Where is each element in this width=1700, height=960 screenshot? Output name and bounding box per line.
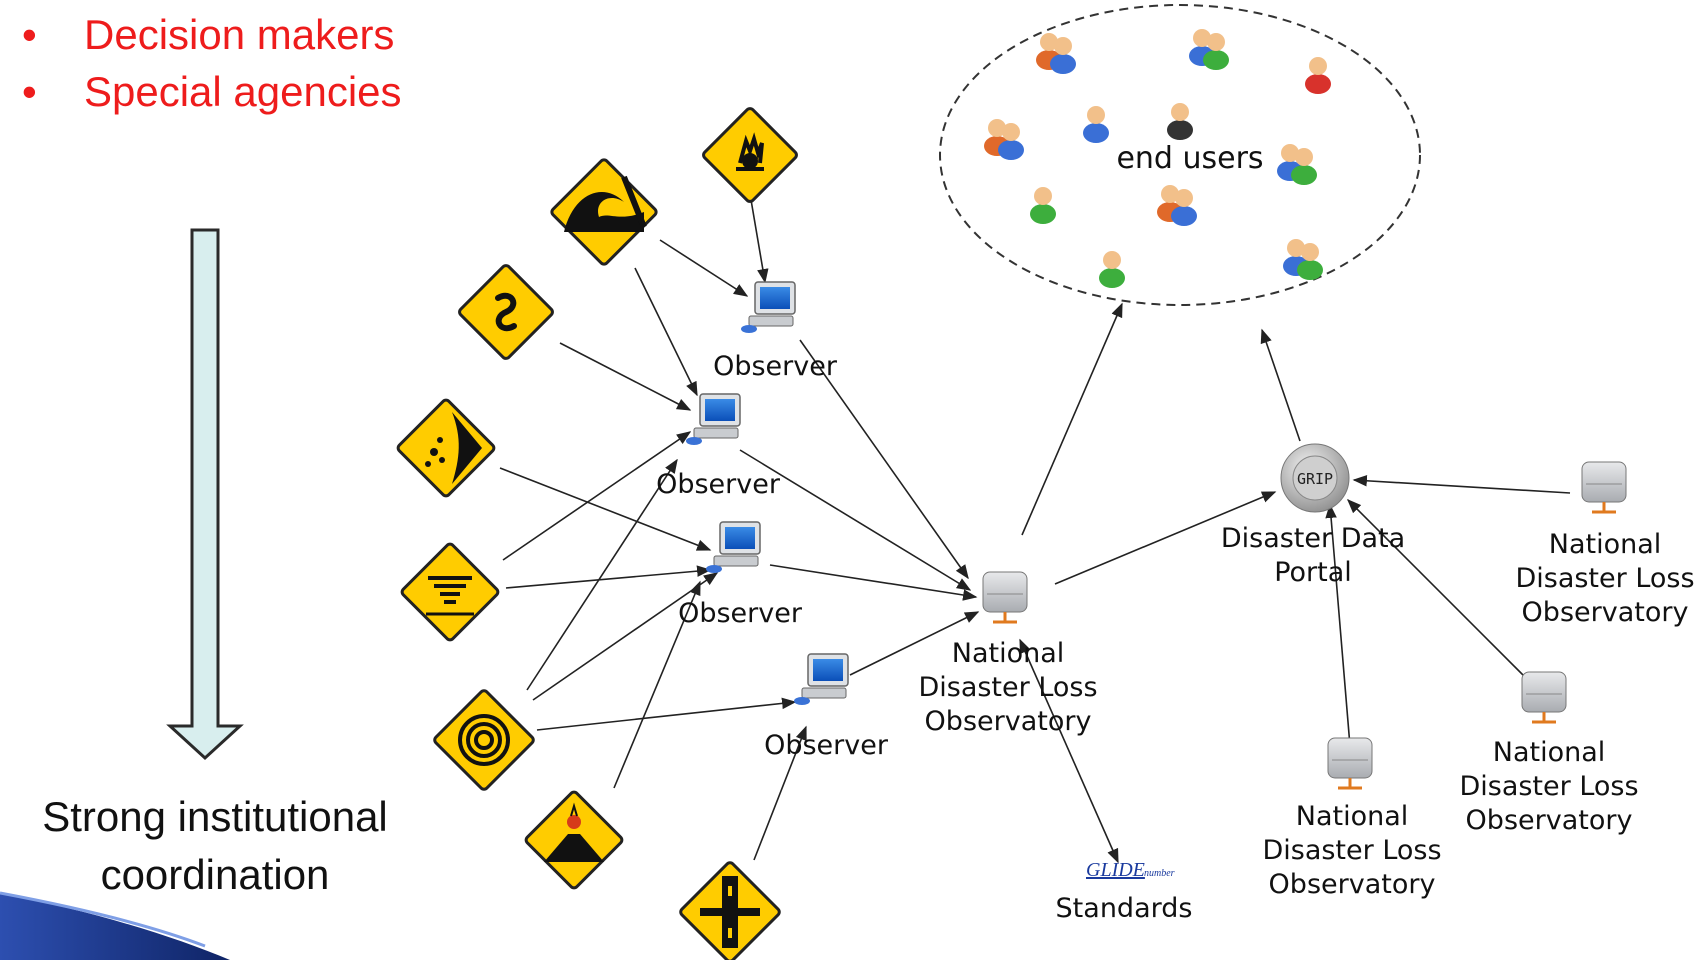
cyclone-hazard-icon bbox=[458, 264, 554, 360]
edges bbox=[499, 187, 1571, 864]
arrow-caption: Strong institutional coordination bbox=[42, 793, 388, 898]
bullet-marker: • bbox=[22, 11, 37, 58]
fire-hazard-icon bbox=[702, 107, 798, 203]
user-icon bbox=[1030, 187, 1056, 224]
institutional-arrow bbox=[166, 228, 244, 761]
computer-icon bbox=[706, 521, 761, 573]
volcano-hazard-icon bbox=[524, 790, 624, 890]
end-users-ellipse bbox=[939, 4, 1421, 306]
observer-label: Observer bbox=[656, 469, 780, 500]
standards-label: Standards bbox=[1055, 893, 1193, 924]
user-group-icon bbox=[1277, 144, 1317, 185]
observer-label: Observer bbox=[678, 598, 802, 629]
user-icon bbox=[1305, 57, 1331, 94]
hub-server-icon bbox=[982, 571, 1028, 624]
hurricane-hazard-icon bbox=[433, 689, 535, 791]
landslide-hazard-icon bbox=[396, 398, 496, 498]
user-group-icon bbox=[1036, 33, 1076, 74]
bullet-marker: • bbox=[22, 68, 37, 115]
observer-label: Observer bbox=[713, 351, 837, 382]
observer-computers bbox=[686, 281, 849, 705]
road-hazard-icon bbox=[679, 861, 781, 960]
observer-label: Observer bbox=[764, 730, 888, 761]
end-users-label: end users bbox=[1116, 141, 1264, 176]
svg-text:GRIP: GRIP bbox=[1297, 470, 1333, 488]
user-group-icon bbox=[984, 119, 1024, 160]
user-icon bbox=[1167, 103, 1193, 140]
corner-decoration bbox=[0, 891, 230, 960]
user-group-icon bbox=[1157, 185, 1197, 226]
user-group-icon bbox=[1189, 29, 1229, 70]
computer-icon bbox=[794, 653, 849, 705]
tsunami-hazard-icon bbox=[550, 158, 658, 266]
server-icon bbox=[1521, 671, 1567, 724]
server-icon bbox=[1327, 737, 1373, 790]
computer-icon bbox=[741, 281, 796, 333]
bullet-decision-makers: •Decision makers bbox=[22, 6, 402, 63]
bullet-special-agencies: •Special agencies bbox=[22, 63, 402, 120]
computer-icon bbox=[686, 393, 741, 445]
glide-logo-icon: GLIDE number bbox=[1086, 859, 1175, 881]
tornado-hazard-icon bbox=[400, 542, 500, 642]
audience-bullets: •Decision makers •Special agencies bbox=[22, 6, 402, 120]
user-group-icon bbox=[1283, 239, 1323, 280]
hazard-signs bbox=[396, 107, 798, 960]
server-icon bbox=[1581, 461, 1627, 514]
svg-text:number: number bbox=[1144, 868, 1175, 879]
svg-text:GLIDE: GLIDE bbox=[1086, 859, 1145, 881]
user-icon bbox=[1083, 106, 1109, 143]
server-icons bbox=[982, 461, 1627, 790]
grip-logo-icon: GRIP bbox=[1280, 443, 1350, 513]
user-icon bbox=[1099, 251, 1125, 288]
